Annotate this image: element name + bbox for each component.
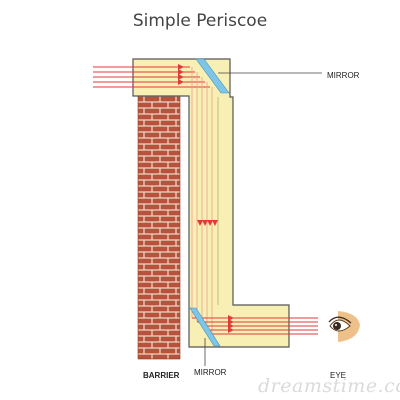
periscope-tube	[132, 58, 290, 348]
label-eye: EYE	[330, 371, 347, 380]
outgoing-light-rays	[192, 317, 318, 335]
watermark: dreamstime.com	[258, 375, 400, 397]
ray-arrowheads-middle	[197, 220, 218, 226]
ray-arrowheads-bottom	[228, 315, 234, 333]
ray-arrowheads-top	[178, 64, 184, 85]
mirror-bottom	[189, 307, 221, 347]
label-barrier: BARRIER	[143, 371, 180, 380]
label-mirror-bottom: MIRROR	[194, 368, 227, 377]
label-mirror-top: MIRROR	[327, 71, 360, 80]
mirror-top	[195, 58, 230, 94]
diagram-title: Simple Periscoe	[132, 11, 268, 31]
incoming-light-rays	[93, 66, 210, 88]
vertical-light-rays	[191, 67, 213, 334]
eye-icon	[328, 311, 360, 342]
brick-wall	[137, 95, 181, 360]
